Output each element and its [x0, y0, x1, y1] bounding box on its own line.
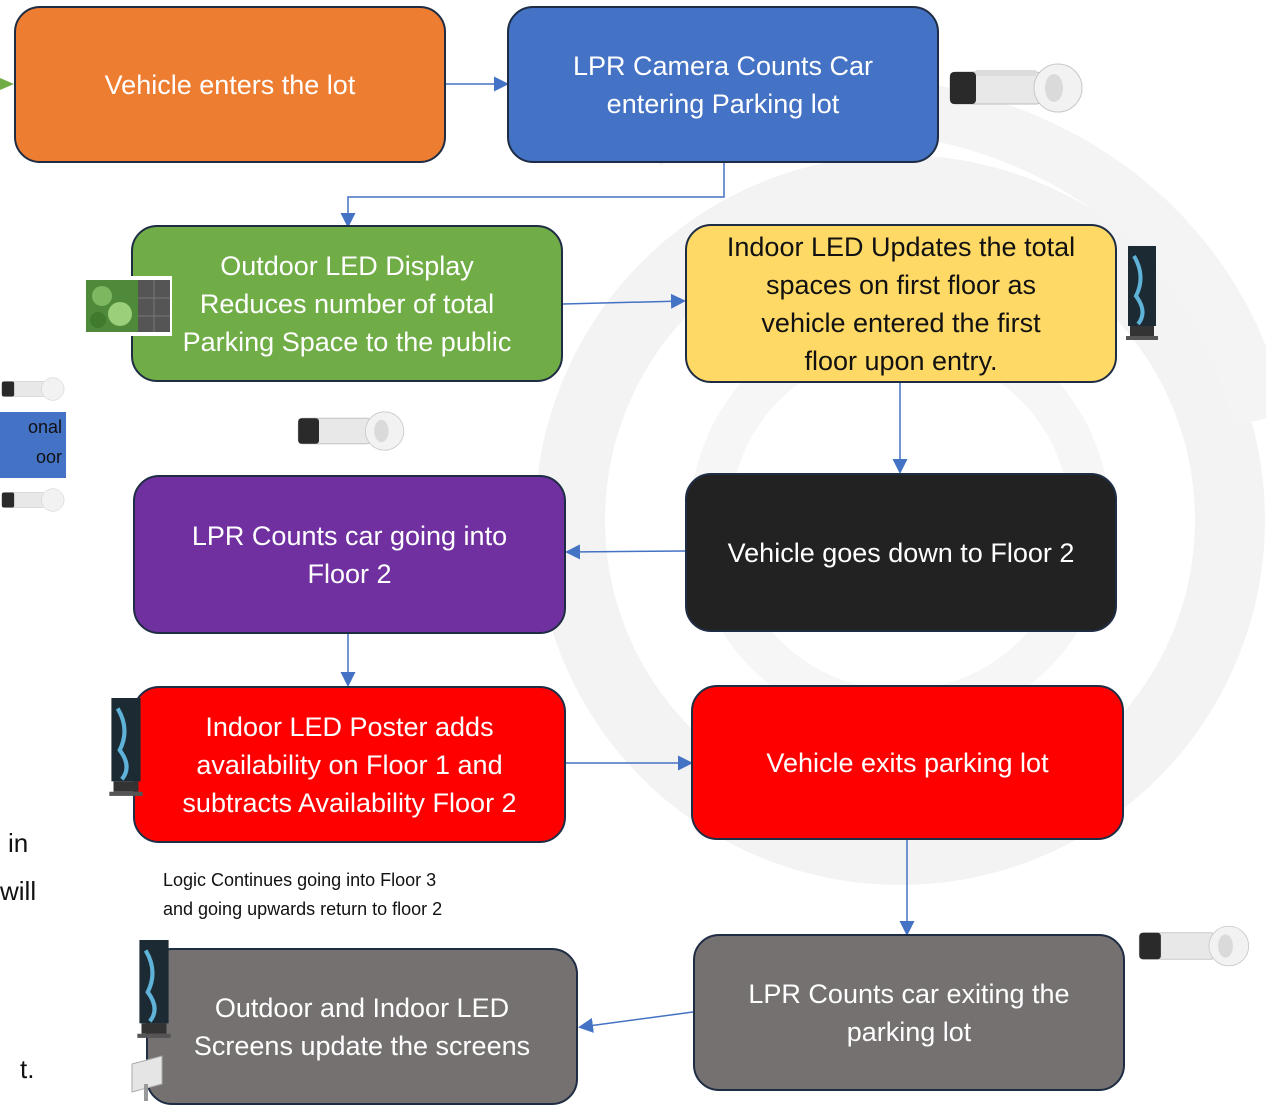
logic-note: Logic Continues going into Floor 3 and g… [163, 870, 443, 919]
box-lpr-counts-exiting: LPR Counts car exiting the parking lot [693, 934, 1125, 1091]
side-blue-tab: onal oor [0, 412, 66, 478]
box-outdoor-led-display: Outdoor LED Display Reduces number of to… [131, 225, 563, 382]
led-poster-icon [1126, 246, 1158, 340]
side-text-t: t. [20, 1054, 35, 1084]
box-outdoor-indoor-update: Outdoor and Indoor LED Screens update th… [146, 948, 578, 1105]
box-lpr-camera-counts: LPR Camera Counts Car entering Parking l… [507, 6, 939, 163]
outdoor-led-display-icon [84, 276, 172, 336]
box-indoor-led-updates: Indoor LED Updates the total spaces on f… [685, 224, 1117, 383]
lpr-camera-icon [1138, 925, 1250, 967]
lpr-camera-icon [297, 411, 405, 451]
box-vehicle-exits: Vehicle exits parking lot [691, 685, 1124, 840]
side-text-in: in [8, 828, 29, 858]
outdoor-sign-icon [131, 1055, 163, 1101]
side-text-will: will [0, 876, 37, 906]
box-lpr-counts-floor2: LPR Counts car going into Floor 2 [133, 475, 566, 634]
lpr-camera-icon [1, 488, 65, 512]
box-vehicle-enters: Vehicle enters the lot [14, 6, 446, 163]
box-indoor-led-poster: Indoor LED Poster adds availability on F… [133, 686, 566, 843]
led-poster-icon [137, 940, 171, 1038]
lpr-camera-icon [949, 63, 1083, 113]
box-vehicle-goes-down: Vehicle goes down to Floor 2 [685, 473, 1117, 632]
led-poster-icon [109, 698, 143, 796]
lpr-camera-icon [1, 377, 65, 401]
